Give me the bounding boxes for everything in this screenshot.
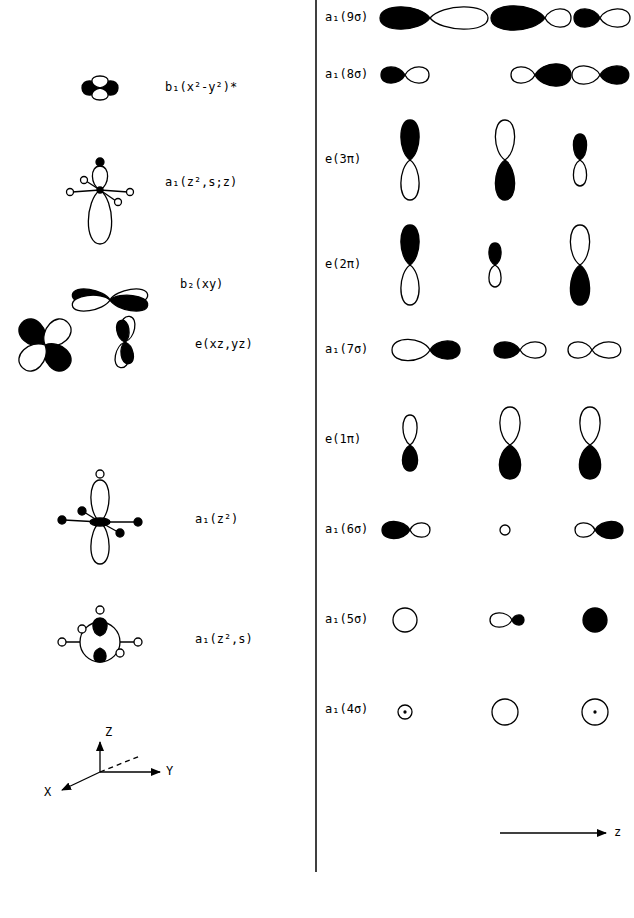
axis-label: X <box>44 786 51 799</box>
orbital-label: b₁(x²-y²)* <box>165 81 237 94</box>
mo-label: a₁(4σ) <box>325 703 368 716</box>
orbital-label: e(xz,yz) <box>195 338 253 351</box>
axis-label: z <box>614 826 621 839</box>
z-axis-arrow <box>500 832 606 833</box>
orbital-label: a₁(z²,s;z) <box>165 176 237 189</box>
orbital-label: b₂(xy) <box>180 278 223 291</box>
mo-label: a₁(6σ) <box>325 523 368 536</box>
mo-label: a₁(9σ) <box>325 11 368 24</box>
mo-label: e(3π) <box>325 153 361 166</box>
axis-label: Z <box>105 726 112 739</box>
axis-triad <box>62 742 160 790</box>
orbital-label: a₁(z²,s) <box>195 633 253 646</box>
mo-label: a₁(8σ) <box>325 68 368 81</box>
mo-label: e(2π) <box>325 258 361 271</box>
orbital-label: a₁(z²) <box>195 513 238 526</box>
divider <box>315 0 317 872</box>
orbital-lobes <box>14 6 630 725</box>
axis-label: Y <box>166 765 173 778</box>
mo-label: e(1π) <box>325 433 361 446</box>
mo-label: a₁(7σ) <box>325 343 368 356</box>
mo-label: a₁(5σ) <box>325 613 368 626</box>
